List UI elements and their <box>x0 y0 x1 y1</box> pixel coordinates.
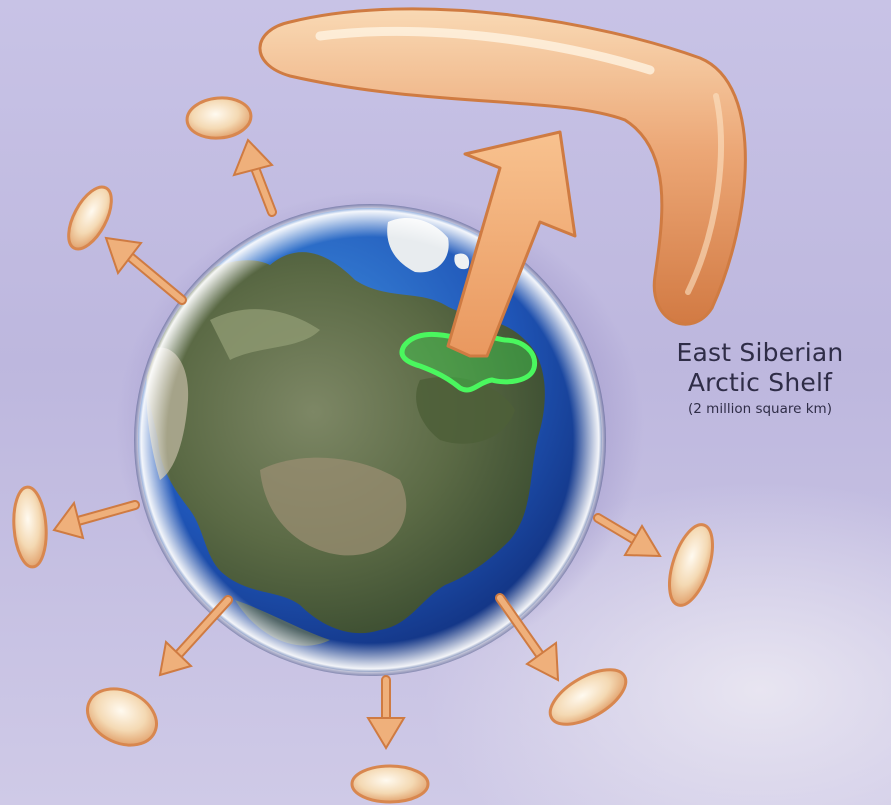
small-gas-puff-icon <box>668 523 714 607</box>
small-gas-puff-icon <box>12 485 48 569</box>
small-arrow-left <box>52 500 140 540</box>
small-arrow-top <box>232 138 277 217</box>
earth-globe-icon <box>134 204 606 676</box>
small-arrow-lower-left <box>158 595 233 677</box>
large-upward-arrow-icon <box>446 130 577 358</box>
small-arrow-bottom <box>366 675 406 750</box>
small-arrow-upper-left <box>104 236 187 305</box>
small-gas-puff-icon <box>67 185 113 251</box>
small-gas-puff-icon <box>86 687 158 747</box>
region-name-line1: East Siberian <box>676 338 844 367</box>
region-area: (2 million square km) <box>688 401 832 417</box>
small-gas-puff-icon <box>350 764 430 804</box>
small-gas-puff-icon <box>548 668 628 726</box>
small-arrow-lower-right <box>495 593 560 682</box>
small-arrow-right <box>593 513 662 558</box>
methane-plume-icon <box>258 7 747 326</box>
small-gas-puff-icon <box>185 96 253 140</box>
region-caption: East Siberian Arctic Shelf (2 million sq… <box>630 338 890 418</box>
region-name-line2: Arctic Shelf <box>687 368 833 397</box>
